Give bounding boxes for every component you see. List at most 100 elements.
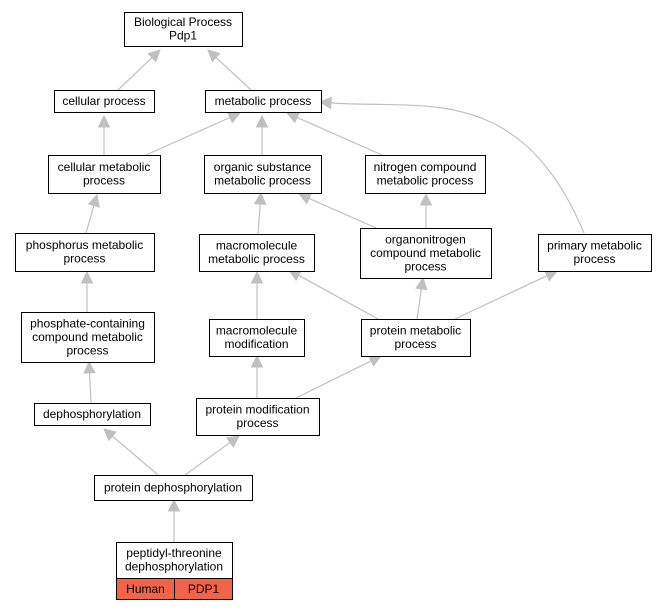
edge-line xyxy=(145,116,231,156)
node-label-line: process xyxy=(66,343,108,357)
node-box xyxy=(94,475,253,501)
node-box xyxy=(365,155,486,194)
edge-line xyxy=(330,102,585,234)
node-box xyxy=(196,398,320,436)
edge-line xyxy=(184,441,231,476)
node-label-line: cellular process xyxy=(62,94,145,108)
edge-arrowhead xyxy=(253,191,267,205)
node-label-line: process xyxy=(63,252,105,266)
node-box xyxy=(54,90,155,113)
edge-arrowhead xyxy=(318,96,332,110)
node-label-line: protein dephosphorylation xyxy=(104,480,242,494)
node-box xyxy=(21,312,155,363)
edge-arrowhead xyxy=(285,111,301,124)
node-box xyxy=(360,228,492,279)
edge-line xyxy=(257,203,261,235)
edge-line xyxy=(117,57,153,91)
edge-line xyxy=(88,372,92,404)
edge-line xyxy=(308,197,377,229)
node-label-line: organic substance xyxy=(214,160,312,174)
edge-metabolic-process-to-bp xyxy=(207,49,252,91)
edge-protein-modification-process-to-macromolecule-modification xyxy=(250,354,264,398)
node-box xyxy=(34,403,151,426)
node-box xyxy=(361,319,471,357)
edge-protein-dephosphorylation-to-dephosphorylation xyxy=(103,428,159,476)
node-label-line: phosphate-containing xyxy=(30,316,145,330)
edge-macromolecule-modification-to-macromolecule-metabolic-process xyxy=(250,270,264,319)
node-label-line: phosphorus metabolic xyxy=(26,238,143,252)
edge-arrowhead xyxy=(415,276,428,291)
edge-phosphorus-metabolic-process-to-cellular-metabolic-process xyxy=(85,193,100,234)
edge-primary-metabolic-process-to-metabolic-process xyxy=(318,96,585,234)
node-label-line: modification xyxy=(224,337,288,351)
edge-peptidyl-threonine-dephosphorylation-to-protein-dephosphorylation xyxy=(167,498,181,542)
node-label-line: compound metabolic xyxy=(32,330,143,344)
edge-organonitrogen-compound-metabolic-process-to-nitrogen-compound-metabolic-process xyxy=(419,192,433,228)
node-label-line: metabolic process xyxy=(215,94,312,108)
edge-arrowhead xyxy=(250,270,264,284)
node-label-line: process xyxy=(394,337,436,351)
edges-layer xyxy=(80,49,585,542)
node-metabolic-process[interactable]: metabolic process xyxy=(205,90,322,113)
edge-organonitrogen-compound-metabolic-process-to-organic-substance-metabolic-process xyxy=(297,192,377,229)
node-label-line: process xyxy=(83,174,125,188)
node-box xyxy=(205,90,322,113)
node-label-line: macromolecule xyxy=(216,324,298,338)
node-label-line: protein modification xyxy=(205,403,309,417)
edge-line xyxy=(85,205,95,234)
edge-arrowhead xyxy=(297,192,313,205)
edge-arrowhead xyxy=(207,49,221,63)
edge-phosphate-containing-compound-metabolic-process-to-phosphorus-metabolic-process xyxy=(80,270,94,312)
edge-arrowhead xyxy=(543,270,559,282)
edge-arrowhead xyxy=(80,270,94,284)
node-label-line: compound metabolic xyxy=(370,246,481,260)
node-box xyxy=(204,155,322,194)
node-box xyxy=(199,234,315,272)
node-label-line: process xyxy=(236,416,278,430)
node-dephosphorylation[interactable]: dephosphorylation xyxy=(34,403,151,426)
node-cellular-process[interactable]: cellular process xyxy=(54,90,155,113)
node-label-line: metabolic process xyxy=(208,252,305,266)
node-label-line: dephosphorylation xyxy=(125,560,223,574)
edge-line xyxy=(111,435,159,476)
node-box xyxy=(124,12,243,47)
edge-macromolecule-metabolic-process-to-organic-substance-metabolic-process xyxy=(253,191,267,235)
node-box xyxy=(116,542,233,579)
edge-dephosphorylation-to-phosphate-containing-compound-metabolic-process xyxy=(83,360,96,404)
edge-protein-dephosphorylation-to-protein-modification-process xyxy=(184,435,240,476)
edge-arrowhead xyxy=(225,435,240,448)
node-label-line: primary metabolic xyxy=(547,239,642,253)
edge-organic-substance-metabolic-process-to-metabolic-process xyxy=(255,114,269,155)
annotation-cell-pdp1 xyxy=(174,578,233,600)
edge-line xyxy=(296,116,383,156)
edge-line xyxy=(295,360,372,399)
node-protein-dephosphorylation[interactable]: protein dephosphorylation xyxy=(94,475,253,501)
node-box xyxy=(538,234,652,272)
node-label-line: peptidyl-threonine xyxy=(126,546,222,560)
edge-arrowhead xyxy=(167,498,181,512)
edge-arrowhead xyxy=(87,193,100,208)
annotation-label: PDP1 xyxy=(188,582,220,596)
edge-protein-metabolic-process-to-organonitrogen-compound-metabolic-process xyxy=(415,276,428,320)
node-label-line: protein metabolic xyxy=(370,324,461,338)
edge-nitrogen-compound-metabolic-process-to-metabolic-process xyxy=(285,111,383,156)
node-label-line: dephosphorylation xyxy=(43,407,141,421)
edge-arrowhead xyxy=(419,192,433,206)
node-label-line: nitrogen compound xyxy=(374,160,477,174)
edge-arrowhead xyxy=(255,114,269,128)
